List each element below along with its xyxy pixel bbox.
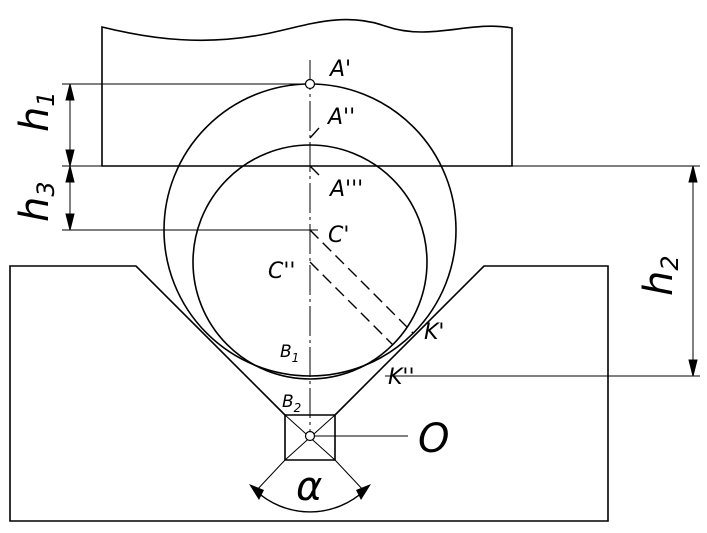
label-c2: C'': [268, 259, 295, 284]
angle-alpha-arc: [254, 489, 366, 513]
tick-a3: [309, 165, 320, 176]
label-k2: K'': [388, 365, 415, 390]
arrow-h2-top: [688, 165, 698, 183]
point-o-marker: [304, 430, 316, 442]
arrow-h1-top: [65, 83, 75, 101]
arrow-alpha-right: [356, 484, 371, 500]
label-a3: A''': [328, 177, 363, 202]
arrow-h3-top: [65, 165, 75, 183]
dimension-label-h3: h3: [12, 181, 60, 222]
alpha-extension-right: [334, 459, 366, 493]
arrow-h2-bottom: [688, 359, 698, 377]
label-c1: C': [328, 223, 349, 248]
radius-line-c1-k1: [309, 229, 414, 334]
label-k1: K': [424, 320, 444, 345]
point-a1-marker: [304, 78, 316, 90]
label-b1: B1: [280, 342, 299, 365]
label-a1: A': [328, 57, 351, 82]
arrow-h3-bottom: [65, 213, 75, 231]
dimension-label-h2: h2: [636, 255, 684, 296]
alpha-extension-left: [254, 459, 286, 493]
tick-a2: [309, 127, 320, 139]
radius-line-c2-k2: [309, 261, 394, 346]
upper-measuring-block: [101, 18, 513, 167]
dimension-label-h1: h1: [12, 91, 60, 132]
label-alpha: α: [296, 464, 322, 510]
label-b2: B2: [282, 392, 301, 415]
label-a2: A'': [326, 105, 355, 130]
arrow-h1-bottom: [65, 149, 75, 167]
arrow-alpha-left: [249, 484, 264, 500]
label-o: O: [418, 416, 449, 462]
